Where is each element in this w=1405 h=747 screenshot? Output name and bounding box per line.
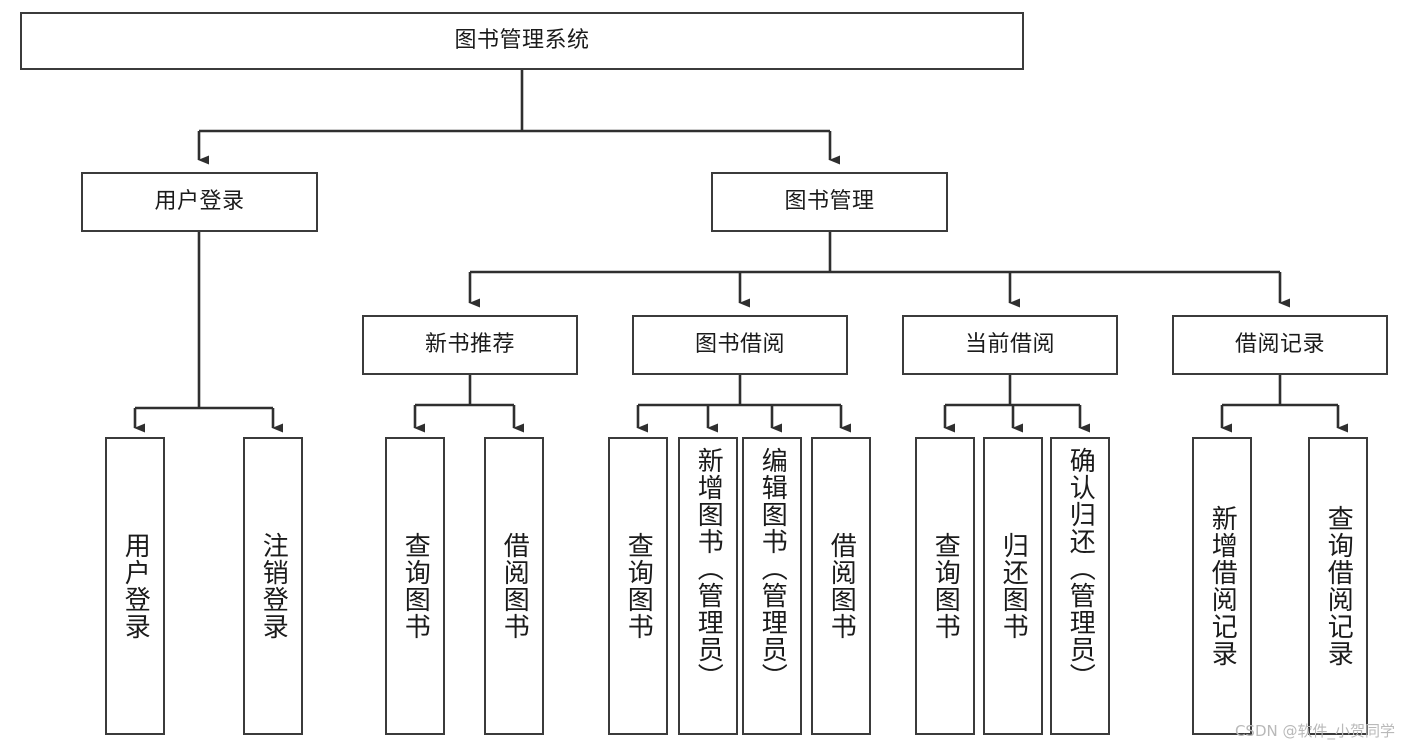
node-label: 确认归还（管理员） [1065,447,1096,690]
node-label: 当前借阅 [964,332,1055,358]
node-label: 新增图书（管理员） [693,447,724,690]
node-user-login[interactable]: 用户登录 [81,172,318,232]
node-new-book-recommend[interactable]: 新书推荐 [362,315,578,375]
node-label: 新增借阅记录 [1207,505,1238,667]
node-label: 借阅图书 [826,532,857,640]
node-leaf-return-book[interactable]: 归还图书 [983,437,1043,735]
node-root-book-management-system[interactable]: 图书管理系统 [20,12,1024,70]
csdn-watermark: CSDN @软件_小贺同学 [1234,722,1395,740]
node-leaf-user-login[interactable]: 用户登录 [105,437,165,735]
node-leaf-logout-login[interactable]: 注销登录 [243,437,303,735]
node-leaf-query-book-3[interactable]: 查询图书 [915,437,975,735]
node-leaf-query-book-2[interactable]: 查询图书 [608,437,668,735]
node-label: 用户登录 [154,189,245,215]
node-label: 编辑图书（管理员） [757,447,788,690]
node-book-borrow[interactable]: 图书借阅 [632,315,848,375]
node-label: 借阅图书 [499,532,530,640]
node-label: 用户登录 [120,532,151,640]
node-current-borrow[interactable]: 当前借阅 [902,315,1118,375]
node-leaf-borrow-book-1[interactable]: 借阅图书 [484,437,544,735]
node-book-management[interactable]: 图书管理 [711,172,948,232]
node-leaf-add-book-admin[interactable]: 新增图书（管理员） [678,437,738,735]
node-leaf-confirm-return-admin[interactable]: 确认归还（管理员） [1050,437,1110,735]
node-leaf-edit-book-admin[interactable]: 编辑图书（管理员） [742,437,802,735]
node-label: 借阅记录 [1234,332,1325,358]
node-label: 查询图书 [400,532,431,640]
node-label: 新书推荐 [424,332,515,358]
node-label: 图书借阅 [694,332,785,358]
node-label: 查询借阅记录 [1323,505,1354,667]
node-label: 图书管理系统 [454,28,590,54]
node-label: 注销登录 [258,532,289,640]
node-leaf-query-borrow-record[interactable]: 查询借阅记录 [1308,437,1368,735]
node-label: 查询图书 [623,532,654,640]
node-leaf-query-book-1[interactable]: 查询图书 [385,437,445,735]
node-leaf-borrow-book-2[interactable]: 借阅图书 [811,437,871,735]
node-leaf-add-borrow-record[interactable]: 新增借阅记录 [1192,437,1252,735]
node-borrow-record[interactable]: 借阅记录 [1172,315,1388,375]
node-label: 图书管理 [784,189,875,215]
node-label: 查询图书 [930,532,961,640]
node-label: 归还图书 [998,532,1029,640]
